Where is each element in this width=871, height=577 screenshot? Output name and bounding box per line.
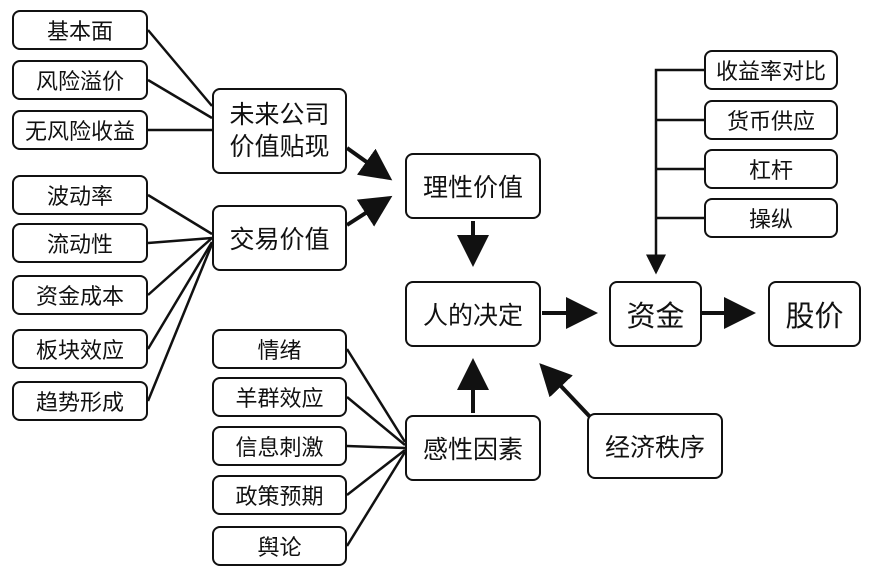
node-rational-value: 理性价值 xyxy=(405,153,541,219)
node-money-supply: 货币供应 xyxy=(704,100,838,140)
edge-policy-expectation xyxy=(346,449,406,496)
node-volatility: 波动率 xyxy=(12,175,148,215)
node-manipulation: 操纵 xyxy=(704,198,838,238)
node-economic-order: 经济秩序 xyxy=(587,413,723,479)
node-capital-cost: 资金成本 xyxy=(12,275,148,315)
edge-sector-effect xyxy=(146,241,214,350)
node-risk-free-yield: 无风险收益 xyxy=(12,110,148,150)
node-leverage: 杠杆 xyxy=(704,149,838,189)
node-fundamentals: 基本面 xyxy=(12,10,148,50)
arrow-discounted-to-rational xyxy=(345,146,393,181)
edge-risk-premium xyxy=(147,78,213,120)
node-policy-expectation: 政策预期 xyxy=(212,475,347,515)
node-discounted-future: 未来公司 价值贴现 xyxy=(212,88,347,174)
edge-public-opinion xyxy=(345,451,407,547)
edge-info-stimulus xyxy=(346,444,406,450)
edge-trend-formation xyxy=(146,243,214,402)
edge-herd-effect xyxy=(346,396,406,446)
node-emotional-factors: 感性因素 xyxy=(405,415,541,481)
node-liquidity: 流动性 xyxy=(12,223,148,263)
node-yield-comparison: 收益率对比 xyxy=(704,50,838,90)
node-herd-effect: 羊群效应 xyxy=(212,377,347,417)
arrow-economic-order-to-decision xyxy=(539,363,595,422)
node-stock-price: 股价 xyxy=(768,281,861,347)
edge-fundamentals xyxy=(147,29,213,107)
edge-emotion xyxy=(345,348,407,443)
node-trading-value: 交易价值 xyxy=(212,205,347,271)
edge-capital-cost xyxy=(147,237,213,296)
edge-liquidity xyxy=(147,236,213,245)
node-human-decision: 人的决定 xyxy=(405,281,541,347)
edge-capital-inputs-trunk xyxy=(654,68,704,267)
node-trend-formation: 趋势形成 xyxy=(12,381,148,421)
edge-volatility xyxy=(147,193,213,236)
node-sector-effect: 板块效应 xyxy=(12,329,148,369)
arrow-trading-to-rational xyxy=(345,195,393,227)
node-risk-premium: 风险溢价 xyxy=(12,60,148,100)
node-info-stimulus: 信息刺激 xyxy=(212,426,347,466)
node-capital: 资金 xyxy=(609,281,702,347)
node-emotion: 情绪 xyxy=(212,329,347,369)
node-public-opinion: 舆论 xyxy=(212,526,347,566)
